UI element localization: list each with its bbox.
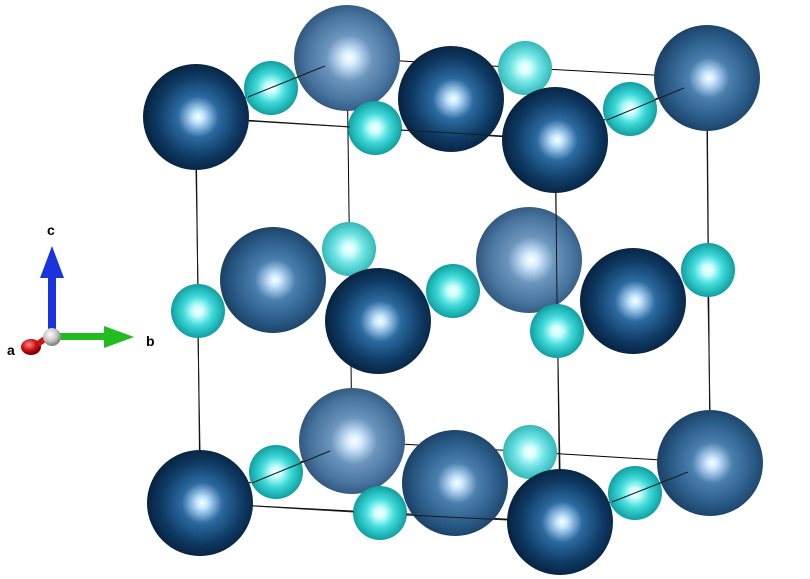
cell-edge — [251, 450, 331, 484]
small-atom[interactable] — [426, 264, 480, 318]
large-atom[interactable] — [147, 450, 253, 556]
c-axis-shaft — [48, 272, 56, 334]
small-atom[interactable] — [498, 41, 552, 95]
cell-edge — [555, 192, 558, 305]
unit-cell-edges-front — [195, 65, 711, 521]
large-atom[interactable] — [657, 410, 763, 516]
cell-edge — [197, 337, 201, 451]
axis-triad-icon: c b a — [7, 222, 155, 358]
c-axis-arrowhead — [40, 246, 64, 278]
large-atom[interactable] — [502, 87, 608, 193]
large-atom[interactable] — [325, 268, 431, 374]
a-axis-label: a — [7, 342, 15, 358]
b-axis-shaft — [52, 333, 108, 340]
large-atom[interactable] — [507, 469, 613, 575]
a-axis-arrowhead — [21, 339, 41, 355]
large-atom[interactable] — [299, 388, 405, 494]
cell-edge — [252, 505, 355, 513]
small-atom[interactable] — [171, 284, 225, 338]
cell-edge — [400, 129, 504, 137]
cell-edge — [195, 169, 199, 285]
small-atom[interactable] — [530, 304, 584, 358]
c-axis-label: c — [47, 222, 55, 238]
atoms — [143, 5, 763, 575]
cell-edge — [706, 130, 709, 244]
axis-origin — [43, 328, 61, 346]
small-atom[interactable] — [681, 243, 735, 297]
large-atom[interactable] — [398, 46, 504, 152]
small-atom[interactable] — [249, 445, 303, 499]
small-atom[interactable] — [322, 222, 376, 276]
cell-edge — [405, 514, 509, 521]
large-atom[interactable] — [143, 64, 249, 170]
large-atom[interactable] — [220, 227, 326, 333]
cell-edge — [247, 65, 326, 98]
cell-edge — [707, 296, 711, 411]
cell-edge — [248, 120, 351, 128]
cell-edge — [606, 87, 685, 121]
cell-edge — [557, 357, 561, 470]
large-atom[interactable] — [402, 430, 508, 536]
small-atom[interactable] — [603, 82, 657, 136]
large-atom[interactable] — [580, 248, 686, 354]
small-atom[interactable] — [353, 486, 407, 540]
large-atom[interactable] — [654, 25, 760, 131]
b-axis-arrowhead — [104, 326, 134, 348]
cell-edge — [611, 471, 689, 503]
large-atom[interactable] — [476, 207, 582, 313]
small-atom[interactable] — [348, 101, 402, 155]
small-atom[interactable] — [503, 425, 557, 479]
large-atom[interactable] — [294, 5, 400, 111]
b-axis-label: b — [146, 333, 155, 349]
